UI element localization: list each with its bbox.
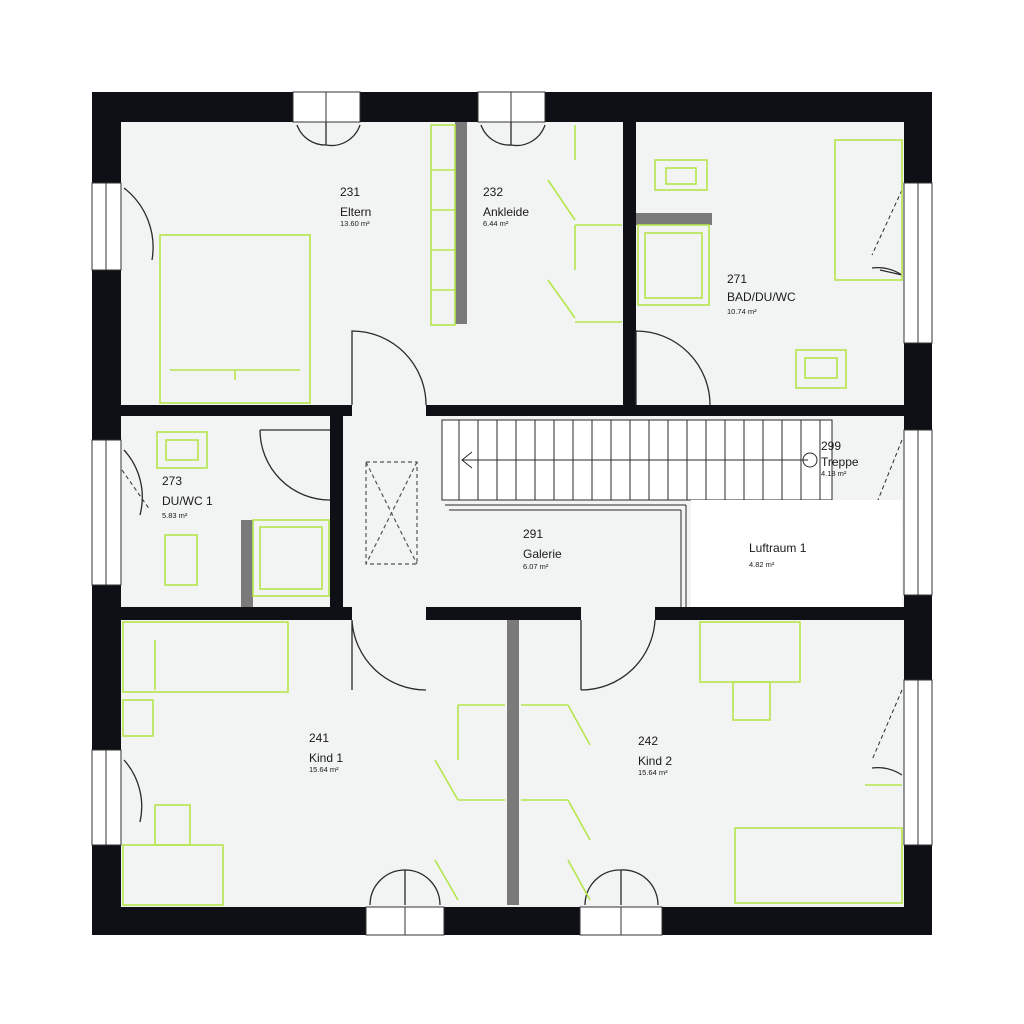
- room-name: Kind 2: [638, 753, 673, 768]
- window-mullions: [105, 92, 919, 935]
- room-label-duwc: 273 DU/WC 1 5.83 m²: [162, 475, 213, 520]
- room-area: 15.64 m²: [638, 768, 668, 778]
- staircase: [441, 419, 833, 607]
- room-area: 13.60 m²: [340, 219, 370, 229]
- room-label-luftraum: Luftraum 1 4.82 m²: [749, 542, 806, 568]
- room-label-ankleide: 232 Ankleide 6.44 m²: [483, 186, 529, 228]
- door-swings: [123, 122, 711, 906]
- room-area: 10.74 m²: [727, 307, 757, 317]
- room-number: 241: [309, 731, 330, 745]
- room-area: 6.07 m²: [523, 562, 549, 572]
- room-area: 15.64 m²: [309, 765, 339, 775]
- attic-hatch: [365, 461, 418, 565]
- room-name: Luftraum 1: [749, 541, 807, 555]
- room-label-kind1: 241 Kind 1 15.64 m²: [309, 732, 343, 774]
- luftraum-outline: [691, 500, 902, 607]
- room-name: Galerie: [523, 546, 562, 561]
- room-number: 291: [523, 527, 544, 541]
- room-number: 242: [638, 734, 659, 748]
- room-label-bad: 271 BAD/DU/WC 10.74 m²: [727, 273, 796, 316]
- room-area: 5.83 m²: [162, 511, 188, 521]
- room-number: 232: [483, 185, 504, 199]
- room-label-eltern: 231 Eltern 13.60 m²: [340, 186, 371, 228]
- room-number: 231: [340, 185, 361, 199]
- room-name: Eltern: [340, 204, 372, 219]
- room-number: 271: [727, 272, 748, 286]
- room-area: 6.44 m²: [483, 219, 509, 229]
- room-label-kind2: 242 Kind 2 15.64 m²: [638, 735, 672, 777]
- room-name: Kind 1: [309, 750, 344, 765]
- room-number: 299: [821, 439, 842, 453]
- interior-walls: [121, 122, 904, 620]
- room-area: 4.18 m²: [821, 469, 847, 479]
- room-name: Treppe: [821, 454, 859, 469]
- room-label-treppe: 299 Treppe 4.18 m²: [821, 440, 859, 478]
- partitions: [241, 122, 712, 905]
- furniture: [122, 124, 903, 906]
- room-name: BAD/DU/WC: [727, 289, 796, 304]
- room-number: 273: [162, 474, 183, 488]
- window-sashes-dashed: [121, 189, 903, 761]
- room-name: DU/WC 1: [162, 493, 213, 508]
- room-name: Ankleide: [483, 204, 530, 219]
- room-label-galerie: 291 Galerie 6.07 m²: [523, 528, 562, 571]
- room-area: 4.82 m²: [749, 559, 775, 569]
